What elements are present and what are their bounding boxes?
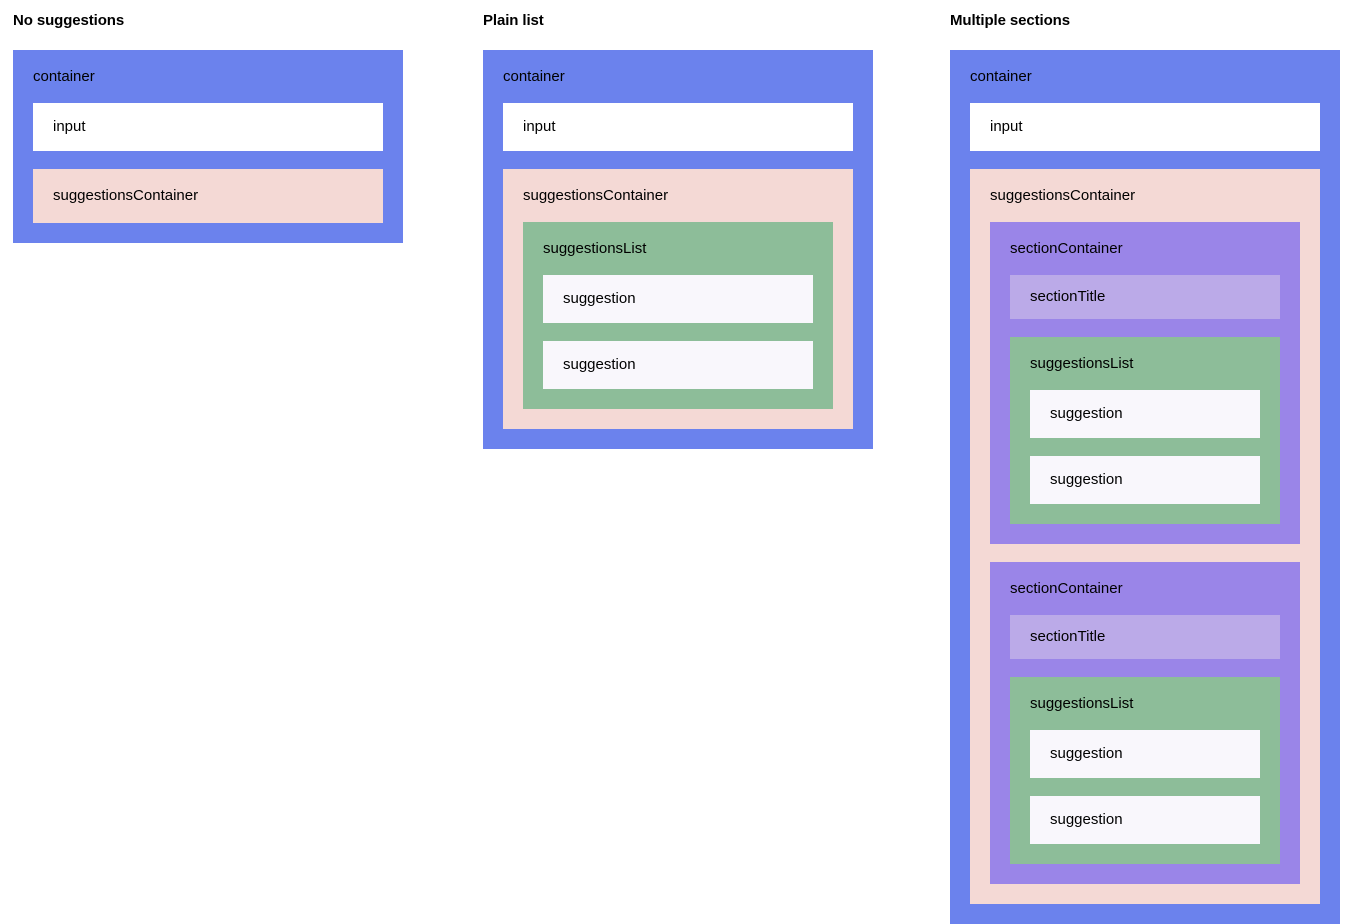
input-label: input <box>990 118 1023 135</box>
suggestions-container-label: suggestionsContainer <box>990 187 1136 204</box>
suggestion-item[interactable]: suggestion <box>543 275 813 323</box>
suggestions-list: suggestionsList suggestion suggestion <box>1010 337 1280 524</box>
suggestion-label: suggestion <box>1050 745 1123 762</box>
container-label: container <box>33 68 95 85</box>
container: container input suggestionsContainer sug… <box>483 50 873 449</box>
section-title-label: sectionTitle <box>1030 628 1106 645</box>
suggestion-item[interactable]: suggestion <box>1030 796 1260 844</box>
suggestion-item[interactable]: suggestion <box>1030 456 1260 504</box>
search-input[interactable]: input <box>970 103 1320 151</box>
search-input[interactable]: input <box>503 103 853 151</box>
suggestion-label: suggestion <box>1050 811 1123 828</box>
suggestions-container-label: suggestionsContainer <box>53 187 199 204</box>
suggestions-list-label: suggestionsList <box>1030 695 1134 712</box>
section-container: sectionContainer sectionTitle suggestion… <box>990 222 1300 544</box>
search-input[interactable]: input <box>33 103 383 151</box>
suggestion-item[interactable]: suggestion <box>1030 390 1260 438</box>
column-no-suggestions: No suggestions container input suggestio… <box>0 0 470 243</box>
section-title-label: sectionTitle <box>1030 288 1106 305</box>
section-title: sectionTitle <box>1010 615 1280 659</box>
suggestions-list: suggestionsList suggestion suggestion <box>523 222 833 409</box>
container: container input suggestionsContainer <box>13 50 403 243</box>
suggestion-label: suggestion <box>563 356 636 373</box>
section-container: sectionContainer sectionTitle suggestion… <box>990 562 1300 884</box>
column-title: Plain list <box>483 12 544 29</box>
column-title: No suggestions <box>13 12 125 29</box>
input-label: input <box>523 118 556 135</box>
container-label: container <box>970 68 1032 85</box>
suggestions-container: suggestionsContainer <box>33 169 383 223</box>
suggestions-container-label: suggestionsContainer <box>523 187 669 204</box>
suggestions-container: suggestionsContainer sectionContainer se… <box>970 169 1320 904</box>
suggestion-label: suggestion <box>1050 471 1123 488</box>
column-plain-list: Plain list container input suggestionsCo… <box>470 0 940 449</box>
suggestions-list-label: suggestionsList <box>1030 355 1134 372</box>
container-label: container <box>503 68 565 85</box>
column-title: Multiple sections <box>950 12 1070 29</box>
column-multiple-sections: Multiple sections container input sugges… <box>940 0 1356 924</box>
section-container-label: sectionContainer <box>1010 240 1123 257</box>
suggestion-label: suggestion <box>1050 405 1123 422</box>
section-title: sectionTitle <box>1010 275 1280 319</box>
suggestions-container: suggestionsContainer suggestionsList sug… <box>503 169 853 429</box>
suggestion-item[interactable]: suggestion <box>543 341 813 389</box>
container: container input suggestionsContainer sec… <box>950 50 1340 924</box>
input-label: input <box>53 118 86 135</box>
section-container-label: sectionContainer <box>1010 580 1123 597</box>
suggestion-item[interactable]: suggestion <box>1030 730 1260 778</box>
suggestions-list-label: suggestionsList <box>543 240 647 257</box>
suggestions-list: suggestionsList suggestion suggestion <box>1010 677 1280 864</box>
suggestion-label: suggestion <box>563 290 636 307</box>
